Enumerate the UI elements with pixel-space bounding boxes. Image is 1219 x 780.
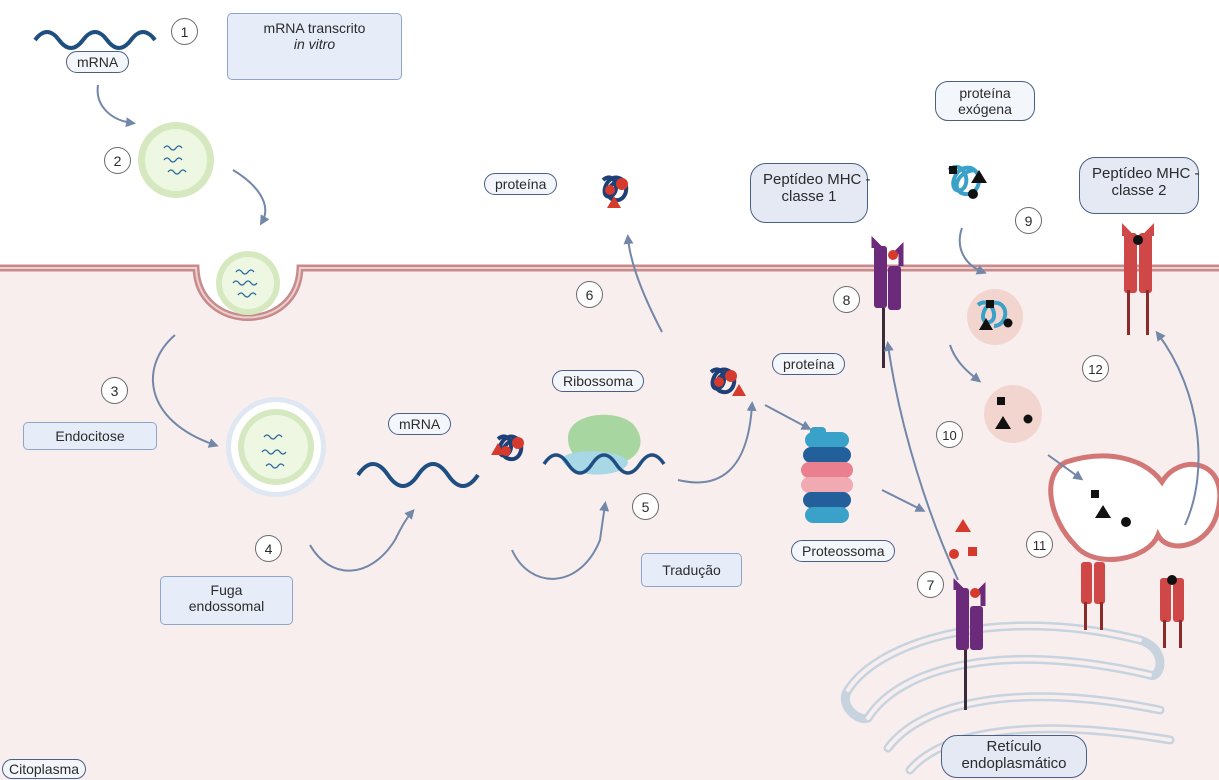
label-in-vitro: in vitro — [293, 36, 336, 53]
label-proteina-mid: proteína — [772, 353, 846, 376]
ribosome — [542, 414, 666, 475]
label-proteina-exogena: proteína exógena — [935, 81, 1035, 121]
label-reticulo-line2: endoplasmático — [961, 755, 1067, 773]
label-mrna-transcrito-line1: mRNA transcrito — [263, 20, 366, 36]
proteasome — [801, 427, 853, 523]
label-peptideo-mhc1-line2: classe 1 — [781, 188, 837, 206]
lysosome-fragments — [984, 385, 1042, 443]
step-12: 12 — [1082, 355, 1109, 382]
step-11: 11 — [1026, 531, 1053, 558]
pathway-arrows — [96, 84, 1200, 581]
label-proteossoma: Proteossoma — [791, 540, 896, 563]
label-mrna-transcrito: mRNA transcrito in vitro — [227, 13, 402, 80]
peptide-fragments — [949, 519, 977, 559]
step-10: 10 — [936, 421, 963, 448]
label-peptideo-mhc2-line2: classe 2 — [1111, 182, 1167, 200]
label-mrna-mid: mRNA — [388, 413, 452, 436]
label-fuga-line1: Fuga — [210, 582, 243, 598]
endosome — [226, 397, 326, 497]
step-7: 7 — [917, 571, 944, 598]
mrna-strand-top — [33, 30, 157, 50]
mhc-loading-compartment — [1048, 453, 1219, 562]
label-proteina-exogena-line2: exógena — [958, 101, 1012, 118]
cytoplasm-region — [0, 270, 1219, 780]
protein-icon-exogenous — [947, 165, 987, 199]
step-8: 8 — [833, 286, 860, 313]
label-peptideo-mhc2-line1: Peptídeo MHC - — [1092, 165, 1200, 182]
lipid-nanoparticle-2 — [138, 122, 214, 198]
step-9: 9 — [1015, 207, 1042, 234]
label-fuga-line2: endossomal — [188, 598, 265, 615]
step-5: 5 — [632, 493, 659, 520]
label-fuga-endossomal: Fuga endossomal — [160, 576, 293, 625]
label-reticulo-line1: Retículo — [986, 738, 1042, 755]
mhc-class2-membrane — [1122, 223, 1154, 335]
label-endocitose: Endocitose — [23, 422, 157, 450]
label-peptideo-mhc1: Peptídeo MHC - classe 1 — [750, 163, 871, 223]
step-3: 3 — [101, 377, 128, 404]
label-peptideo-mhc2: Peptídeo MHC - classe 2 — [1079, 157, 1200, 214]
mhc-class2-vesicle-empty — [1081, 562, 1105, 630]
protein-icon-translation — [491, 434, 524, 462]
label-reticulo-endoplasmatico: Retículo endoplasmático — [941, 735, 1087, 778]
endosome-exogenous — [967, 289, 1023, 345]
label-proteina-top: proteína — [484, 173, 558, 196]
mrna-strand-cytoplasm — [356, 462, 480, 488]
step-4: 4 — [255, 535, 282, 562]
protein-icon-translated — [709, 367, 746, 396]
mhc-class1-membrane — [871, 235, 904, 368]
label-ribossoma: Ribossoma — [552, 370, 645, 393]
mhc-class2-vesicle-loaded — [1160, 575, 1184, 648]
label-proteina-exogena-line1: proteína — [959, 85, 1011, 101]
label-mrna-top: mRNA — [66, 51, 130, 74]
step-6: 6 — [576, 281, 603, 308]
step-1: 1 — [171, 18, 198, 45]
step-2: 2 — [104, 147, 131, 174]
label-traducao: Tradução — [641, 553, 742, 587]
mhc-class1-er — [953, 577, 986, 710]
label-peptideo-mhc1-line1: Peptídeo MHC - — [763, 171, 871, 188]
label-citoplasma: Citoplasma — [2, 759, 87, 780]
lipid-nanoparticle-endocytosis — [216, 251, 280, 315]
protein-icon-top — [601, 175, 629, 208]
